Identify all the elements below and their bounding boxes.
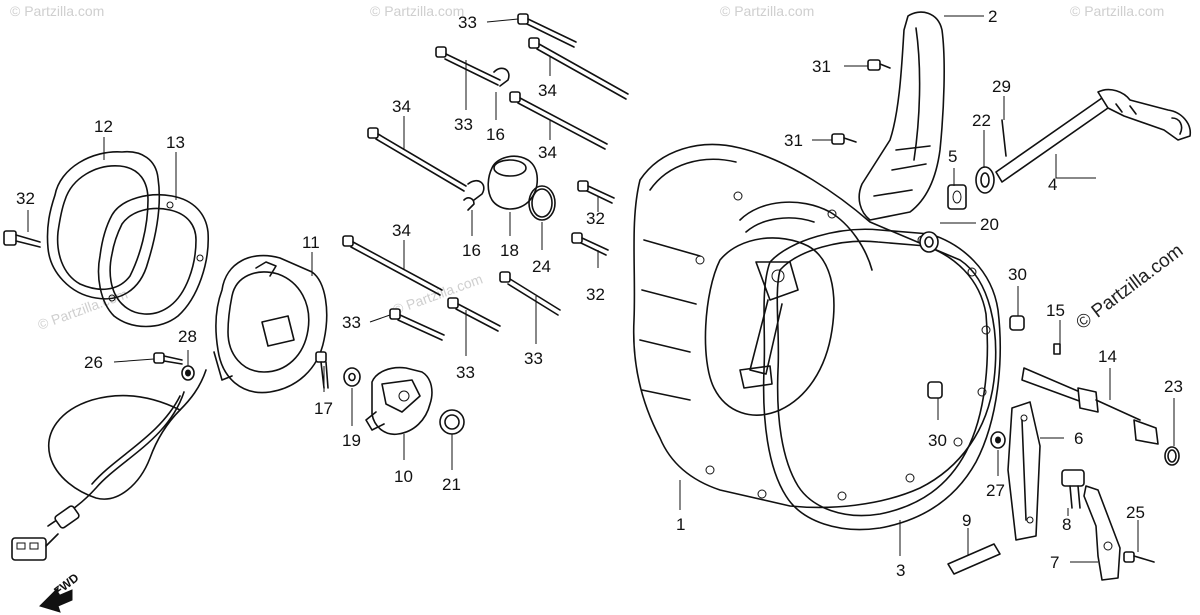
part-32-bolts-right [571, 180, 615, 256]
part-22-seal [975, 166, 995, 194]
callout-3: 3 [896, 561, 905, 580]
watermark-top-mid: © Partzilla.com [370, 3, 464, 19]
part-24-o-ring [528, 185, 556, 221]
watermark-top-left: © Partzilla.com [10, 3, 104, 19]
callout-21: 21 [442, 475, 461, 494]
callout-22: 22 [972, 111, 991, 130]
callout-2: 2 [988, 7, 997, 26]
watermark-top-far-right: © Partzilla.com [1070, 3, 1164, 19]
callout-29: 29 [992, 77, 1011, 96]
part-10-pulser [365, 366, 433, 436]
part-11-stator [179, 254, 328, 411]
part-19-washer [343, 367, 361, 387]
watermark-left: © Partzilla.com [36, 286, 130, 333]
callout-34-top: 34 [538, 81, 557, 100]
part-2-cover [858, 11, 945, 221]
part-15-pin [1053, 343, 1061, 355]
part-26-bolt [153, 352, 183, 365]
callout-6: 6 [1074, 429, 1083, 448]
part-28-washer [181, 365, 195, 381]
callout-20: 20 [980, 215, 999, 234]
part-14-shaft [1021, 367, 1159, 445]
callout-33-top: 33 [458, 13, 477, 32]
callout-27: 27 [986, 481, 1005, 500]
callout-24: 24 [532, 257, 551, 276]
callout-4: 4 [1048, 175, 1057, 194]
callout-13: 13 [166, 133, 185, 152]
callout-34-left: 34 [392, 97, 411, 116]
callout-33-upper: 33 [454, 115, 473, 134]
part-1-crankcase-cover [632, 143, 997, 509]
callout-12: 12 [94, 117, 113, 136]
callout-32-mid: 32 [586, 209, 605, 228]
callout-16-lower: 16 [462, 241, 481, 260]
callout-5: 5 [948, 147, 957, 166]
part-25-bolt [1123, 551, 1155, 563]
part-17-bolt [315, 351, 329, 389]
callout-33-right: 33 [524, 349, 543, 368]
callout-33-left: 33 [342, 313, 361, 332]
callout-16-upper: 16 [486, 125, 505, 144]
callout-33-mid: 33 [456, 363, 475, 382]
callout-10: 10 [394, 467, 413, 486]
callout-17: 17 [314, 399, 333, 418]
part-8-bolt [1061, 469, 1085, 509]
callout-15: 15 [1046, 301, 1065, 320]
part-23-clip [1164, 446, 1180, 466]
leader-lines [27, 15, 1175, 563]
callout-7: 7 [1050, 553, 1059, 572]
part-5-collar [947, 184, 967, 210]
watermark-side: © Partzilla.com [1072, 240, 1187, 334]
part-20-washer [919, 231, 939, 253]
fwd-arrow: FWD [39, 570, 82, 613]
part-27-nut [990, 431, 1006, 449]
callout-32-left: 32 [16, 189, 35, 208]
callout-8: 8 [1062, 515, 1071, 534]
part-9-dowel [947, 543, 1001, 575]
part-18-cap [487, 155, 539, 210]
part-7-lever [1083, 485, 1121, 581]
part-31-bolts [831, 59, 891, 145]
callout-19: 19 [342, 431, 361, 450]
part-12-gasket [46, 151, 161, 300]
callout-14: 14 [1098, 347, 1117, 366]
callout-9: 9 [962, 511, 971, 530]
callout-30-lower: 30 [928, 431, 947, 450]
callout-34-right: 34 [538, 143, 557, 162]
callout-numbers: 1 2 3 4 5 6 7 8 9 10 11 12 13 14 15 16 1… [16, 7, 1183, 580]
callout-28: 28 [178, 327, 197, 346]
callout-34-lower: 34 [392, 221, 411, 240]
part-21-oil-seal [439, 409, 465, 435]
callout-26: 26 [84, 353, 103, 372]
callout-30-upper: 30 [1008, 265, 1027, 284]
watermark-top-right: © Partzilla.com [720, 3, 814, 19]
part-30-dowels [927, 315, 1025, 399]
part-29-pin [1001, 119, 1007, 157]
part-4-kick-shaft [995, 88, 1192, 183]
callout-18: 18 [500, 241, 519, 260]
callout-25: 25 [1126, 503, 1145, 522]
part-32-bolt-left [3, 230, 41, 248]
callout-23: 23 [1164, 377, 1183, 396]
callout-11: 11 [302, 233, 320, 252]
bolts-33-34 [342, 13, 629, 341]
callout-1: 1 [676, 515, 685, 534]
wiring-harness [11, 391, 185, 561]
part-13-cover-plate [97, 194, 209, 328]
callout-32-right: 32 [586, 285, 605, 304]
callout-31-upper: 31 [812, 57, 831, 76]
part-6-plate [1007, 401, 1041, 541]
callout-31-lower: 31 [784, 131, 803, 150]
